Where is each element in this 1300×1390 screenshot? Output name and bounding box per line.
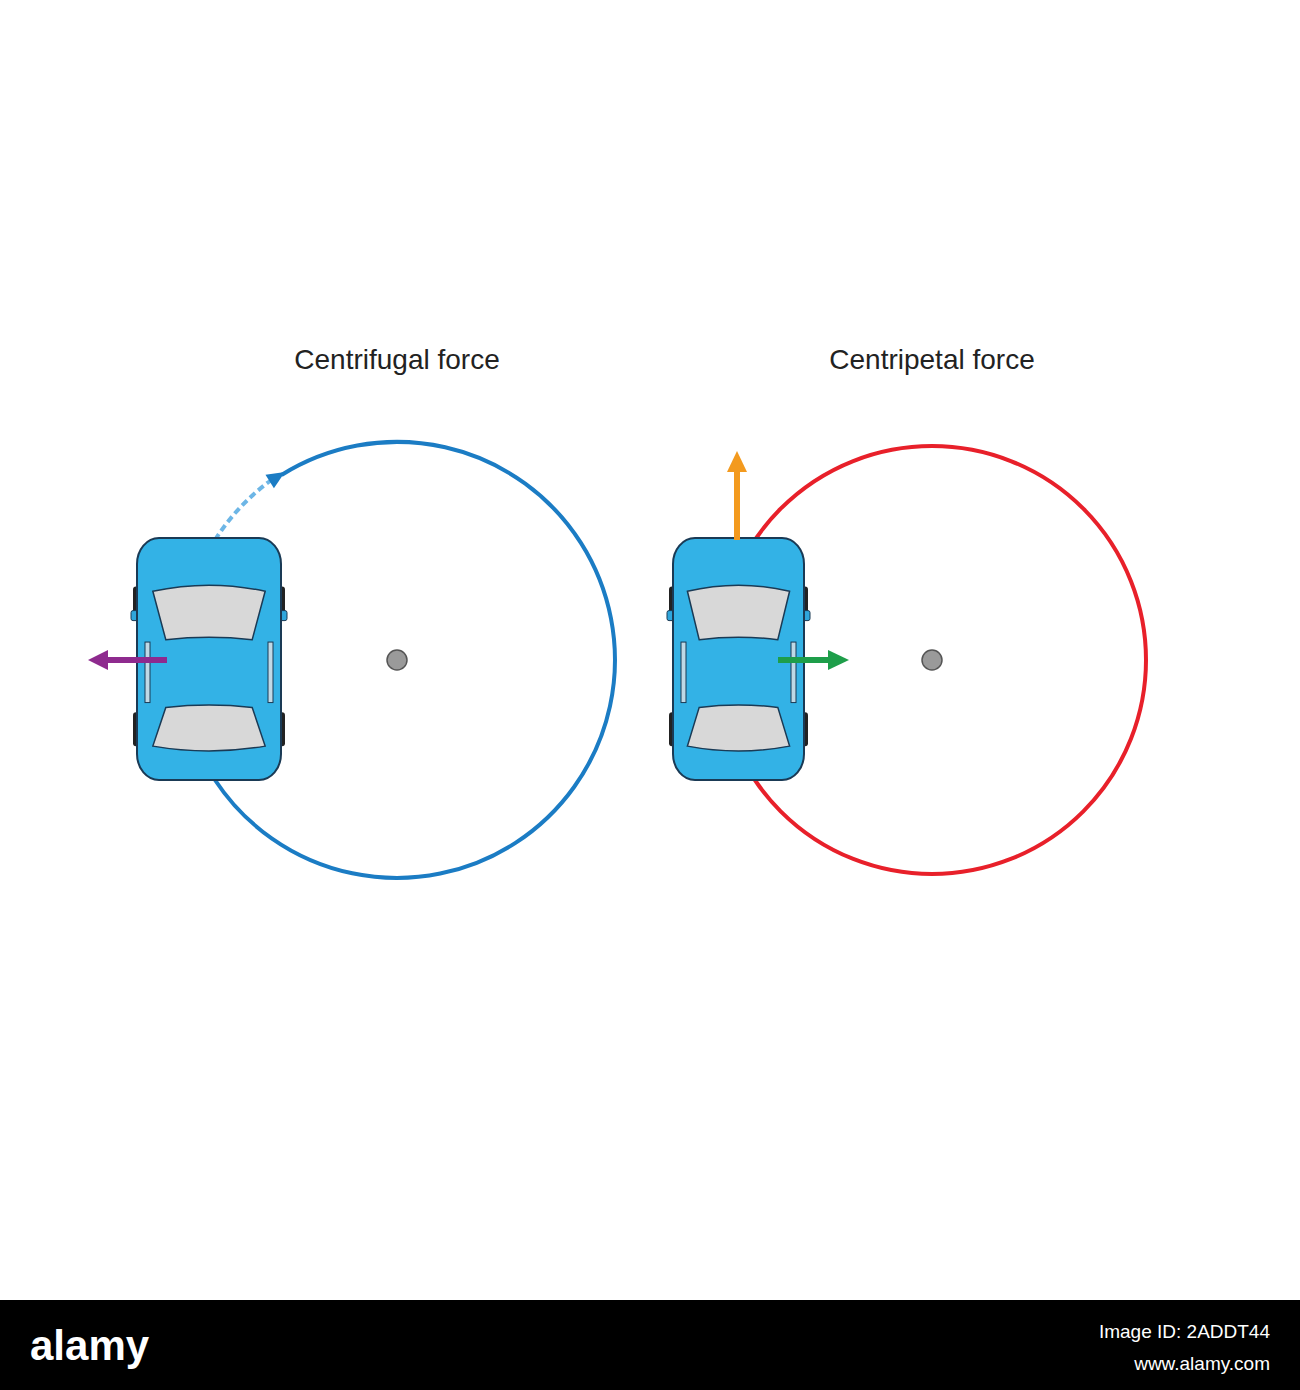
- side-window: [268, 642, 273, 703]
- arrowhead: [828, 650, 849, 670]
- windshield: [687, 585, 789, 639]
- windshield: [153, 585, 265, 639]
- side-window: [791, 642, 796, 703]
- diagram-title: Centripetal force: [827, 338, 1037, 382]
- centrifugal-arrow: [104, 657, 167, 663]
- arrowhead: [266, 472, 286, 488]
- rear-window: [687, 705, 789, 751]
- watermark-url: www.alamy.com: [1134, 1352, 1270, 1376]
- arrowhead: [88, 650, 108, 670]
- path-lead: [215, 481, 270, 540]
- watermark-bar: [0, 1300, 1300, 1390]
- side-window: [681, 642, 686, 703]
- circular-path: [718, 446, 1146, 874]
- arrowhead: [727, 451, 747, 472]
- velocity-arrow: [734, 470, 740, 540]
- rear-window: [153, 705, 265, 751]
- side-window: [145, 642, 150, 703]
- center-point: [387, 650, 407, 670]
- watermark-id: Image ID: 2ADDT44: [1099, 1320, 1270, 1344]
- watermark-logo: alamy: [30, 1322, 149, 1370]
- centripetal-arrow: [778, 657, 830, 663]
- diagram-title: Centrifugal force: [292, 338, 502, 382]
- center-point: [922, 650, 942, 670]
